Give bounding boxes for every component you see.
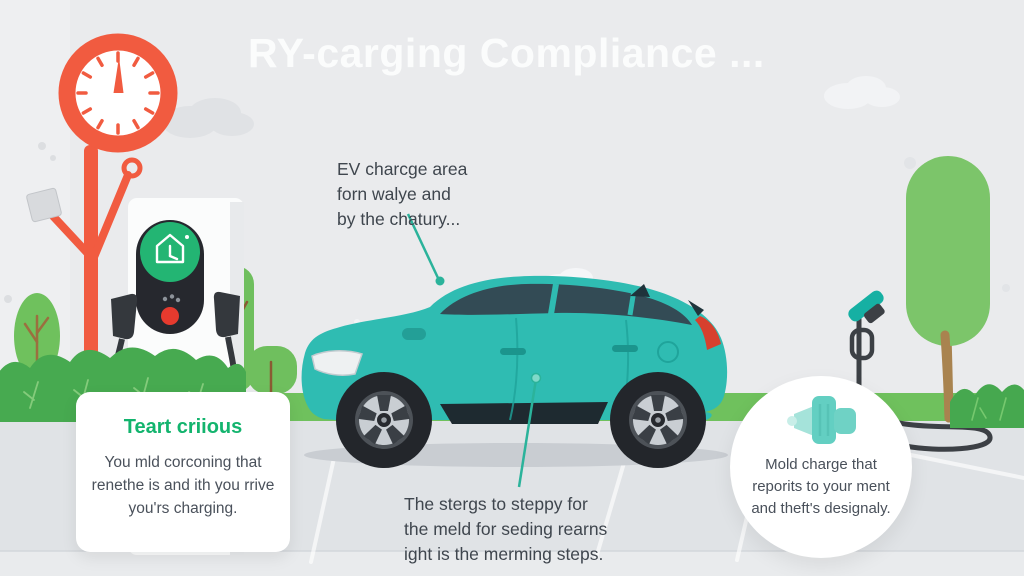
circle-note: Mold charge that reporits to your ment a…: [730, 376, 912, 558]
taillight: [695, 316, 721, 350]
info-card: Teart criious You mld corconing that ren…: [76, 392, 290, 552]
callout-bottom-line: The stergs to steppy for: [404, 494, 588, 514]
callout-top-line: EV charcge area: [337, 159, 468, 179]
charger-plug-icon: [787, 396, 856, 444]
red-status-dot: [161, 307, 179, 325]
rocker-trim: [440, 402, 608, 424]
charge-port: [657, 341, 679, 363]
sign-plate: [26, 187, 62, 223]
callout-top: EV charcge area forn walye and by the ch…: [337, 157, 557, 232]
info-card-heading: Teart criious: [123, 416, 243, 438]
info-card-line: You mld corconing that: [104, 454, 262, 471]
door-handle: [500, 348, 526, 355]
ev-car: [301, 275, 728, 468]
antenna-fin: [630, 284, 650, 297]
plug-handle: [848, 290, 884, 322]
front-wheel: [336, 372, 432, 468]
info-card-line: you'rs charging.: [128, 500, 238, 517]
callout-bottom-line: ight is the merming steps.: [404, 544, 604, 564]
circle-note-line: reporits to your ment: [752, 478, 890, 495]
headlight: [311, 350, 363, 376]
callout-top-line: forn walye and: [337, 184, 451, 204]
tall-tree: [906, 156, 990, 423]
circle-note-line: and theft's designaly.: [751, 500, 891, 517]
cloud: [824, 76, 900, 109]
house-clock-icon: [155, 233, 185, 264]
pointer-line-bottom: [517, 372, 542, 488]
clock-hand: [113, 57, 124, 93]
connector-ports-icon: [162, 294, 181, 303]
info-card-line: renethe is and ith you rrive: [91, 477, 275, 494]
road-strip: [0, 551, 1024, 576]
circle-note-line: Mold charge that: [765, 456, 877, 473]
bush-right: [950, 384, 1024, 428]
cloud: [162, 98, 254, 138]
pointer-arrow-top: [406, 213, 445, 286]
timer-clock-icon: [26, 33, 178, 403]
rear-wheel: [610, 372, 706, 468]
callout-bottom: The stergs to steppy for the meld for se…: [404, 492, 664, 567]
page-title: RY-carging Compliance ...: [248, 30, 765, 76]
door-handle: [612, 345, 638, 352]
callout-bottom-line: the meld for seding rearns: [404, 519, 608, 539]
side-mirror: [402, 328, 426, 340]
callout-top-line: by the chatury...: [337, 209, 461, 229]
